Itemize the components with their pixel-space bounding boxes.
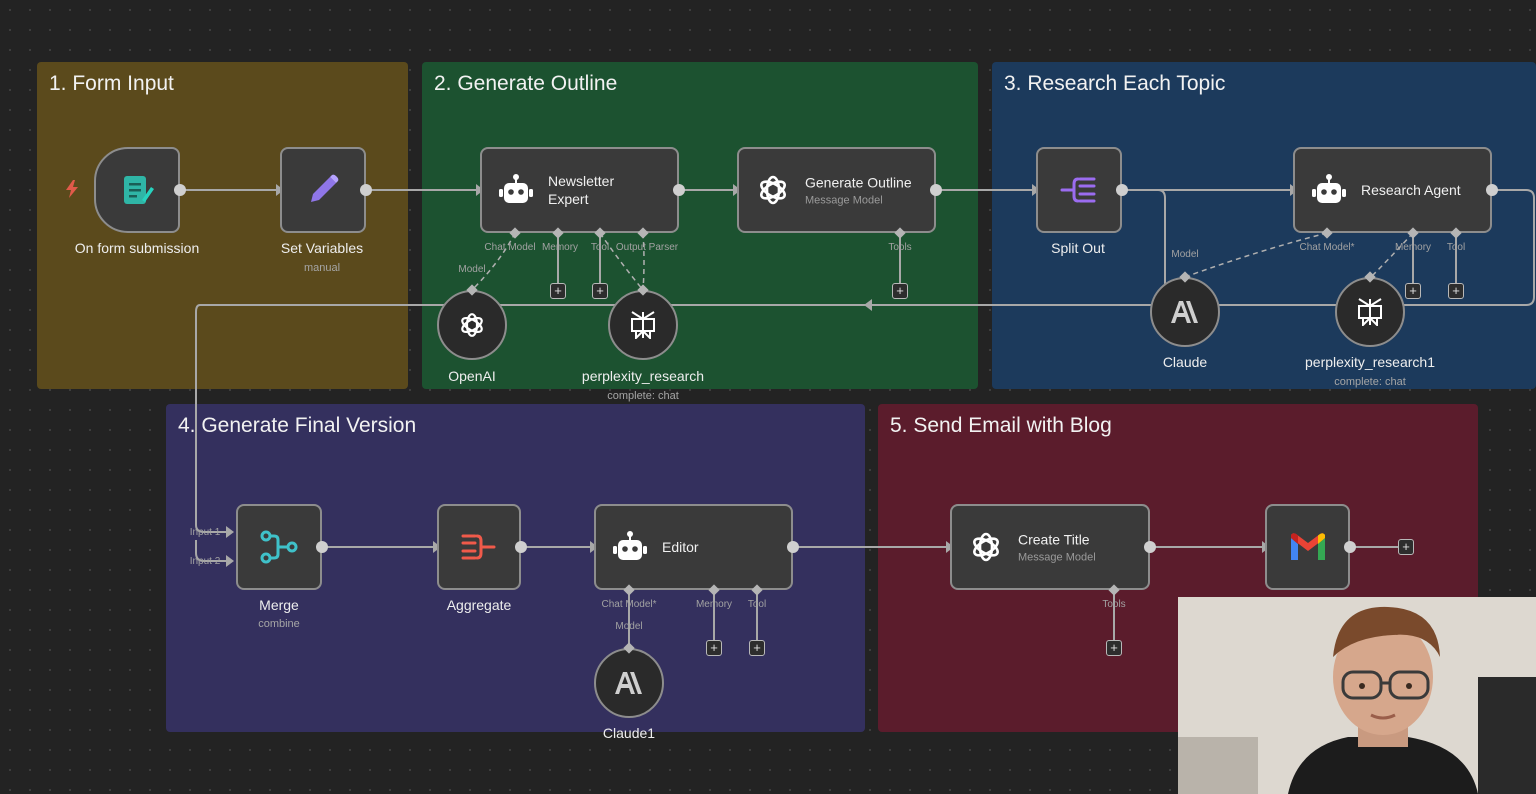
node-label: On form submission (74, 240, 200, 256)
port-label: Chat Model* (601, 599, 657, 610)
node-sublabel: combine (258, 618, 300, 630)
node-label: Merge (259, 597, 299, 613)
perplexity-icon (1358, 298, 1382, 326)
robot-icon (499, 174, 533, 203)
node-label: Claude1 (602, 725, 656, 741)
robot-icon (613, 531, 647, 560)
gmail-icon (1290, 533, 1325, 560)
output-handle[interactable] (1116, 184, 1128, 196)
openai-icon (461, 313, 483, 337)
output-handle[interactable] (930, 184, 942, 196)
output-handle[interactable] (515, 541, 527, 553)
node-sublabel: manual (303, 262, 341, 274)
port-label: Output Parser (615, 242, 679, 253)
research-agent-node[interactable]: Research Agent (1293, 147, 1492, 233)
add-tool-button[interactable]: + (592, 283, 608, 299)
openai-node[interactable] (437, 290, 507, 360)
create-title-node[interactable]: Create Title Message Model (950, 504, 1150, 590)
port-label: Memory (695, 599, 733, 610)
port-label: Tool (590, 242, 610, 253)
claude-node[interactable] (1150, 277, 1220, 347)
output-handle[interactable] (787, 541, 799, 553)
output-handle[interactable] (673, 184, 685, 196)
output-handle[interactable] (174, 184, 186, 196)
add-tool-button[interactable]: + (1106, 640, 1122, 656)
group-title: 2. Generate Outline (434, 72, 618, 95)
anthropic-icon (615, 672, 642, 694)
add-memory-button[interactable]: + (706, 640, 722, 656)
port-label: Memory (1394, 242, 1432, 253)
pencil-icon (311, 174, 339, 202)
port-label: Tools (1102, 599, 1126, 610)
port-label: Model (458, 264, 486, 275)
add-memory-button[interactable]: + (550, 283, 566, 299)
split-out-icon (1060, 177, 1096, 203)
node-label: Claude (1162, 354, 1208, 370)
port-label: Tool (747, 599, 767, 610)
node-label: Aggregate (446, 597, 512, 613)
node-label: perplexity_research1 (1305, 354, 1435, 370)
group-title: 4. Generate Final Version (178, 414, 417, 437)
perplexity-research1-node[interactable] (1335, 277, 1405, 347)
node-title: Editor (662, 539, 699, 555)
openai-icon (760, 175, 786, 205)
openai-icon (973, 532, 999, 562)
output-handle[interactable] (360, 184, 372, 196)
aggregate-icon (461, 534, 496, 560)
claude1-node[interactable] (594, 648, 664, 718)
split-out-node[interactable] (1036, 147, 1122, 233)
trigger-bolt-icon (66, 180, 78, 198)
presenter-video-image (1178, 597, 1536, 794)
group-title: 5. Send Email with Blog (890, 414, 1112, 437)
add-tool-button[interactable]: + (749, 640, 765, 656)
node-label: Set Variables (280, 240, 364, 256)
port-label: Chat Model (484, 242, 536, 253)
add-node-button[interactable]: + (1398, 539, 1414, 555)
merge-icon (260, 530, 298, 564)
merge-node[interactable] (236, 504, 322, 590)
form-icon (124, 176, 154, 204)
output-handle[interactable] (1486, 184, 1498, 196)
port-label: Model (1171, 249, 1199, 260)
add-memory-button[interactable]: + (1405, 283, 1421, 299)
port-label: Tools (888, 242, 912, 253)
group-title: 3. Research Each Topic (1004, 72, 1226, 95)
group-title: 1. Form Input (49, 72, 174, 95)
add-tool-button[interactable]: + (892, 283, 908, 299)
generate-outline-node[interactable]: Generate Outline Message Model (737, 147, 936, 233)
newsletter-expert-node[interactable]: Newsletter Expert (480, 147, 679, 233)
anthropic-icon (1171, 301, 1198, 323)
gmail-node[interactable] (1265, 504, 1350, 590)
output-handle[interactable] (1344, 541, 1356, 553)
perplexity-icon (631, 311, 655, 339)
robot-icon (1312, 174, 1346, 203)
perplexity-research-node[interactable] (608, 290, 678, 360)
node-title: Generate Outline (805, 174, 912, 191)
port-label: Input 1 (189, 527, 221, 538)
node-label: OpenAI (448, 368, 496, 384)
port-label: Memory (541, 242, 579, 253)
output-handle[interactable] (316, 541, 328, 553)
set-variables-node[interactable] (280, 147, 366, 233)
node-subtitle: Message Model (1018, 551, 1096, 564)
port-label: Tool (1446, 242, 1466, 253)
editor-node[interactable]: Editor (594, 504, 793, 590)
add-tool-button[interactable]: + (1448, 283, 1464, 299)
node-label: Split Out (1051, 240, 1105, 256)
node-label: perplexity_research (581, 368, 705, 384)
webcam-overlay (1178, 597, 1536, 794)
port-label: Chat Model* (1299, 242, 1355, 253)
output-handle[interactable] (1144, 541, 1156, 553)
port-label: Model (615, 621, 643, 632)
node-title: Newsletter Expert (548, 173, 615, 207)
node-sublabel: complete: chat (607, 390, 679, 402)
aggregate-node[interactable] (437, 504, 521, 590)
port-label: Input 2 (189, 556, 221, 567)
node-sublabel: complete: chat (1334, 376, 1406, 388)
on-form-submission-node[interactable] (94, 147, 180, 233)
node-subtitle: Message Model (805, 194, 883, 207)
node-title: Create Title (1018, 531, 1090, 548)
node-title: Research Agent (1361, 182, 1461, 198)
